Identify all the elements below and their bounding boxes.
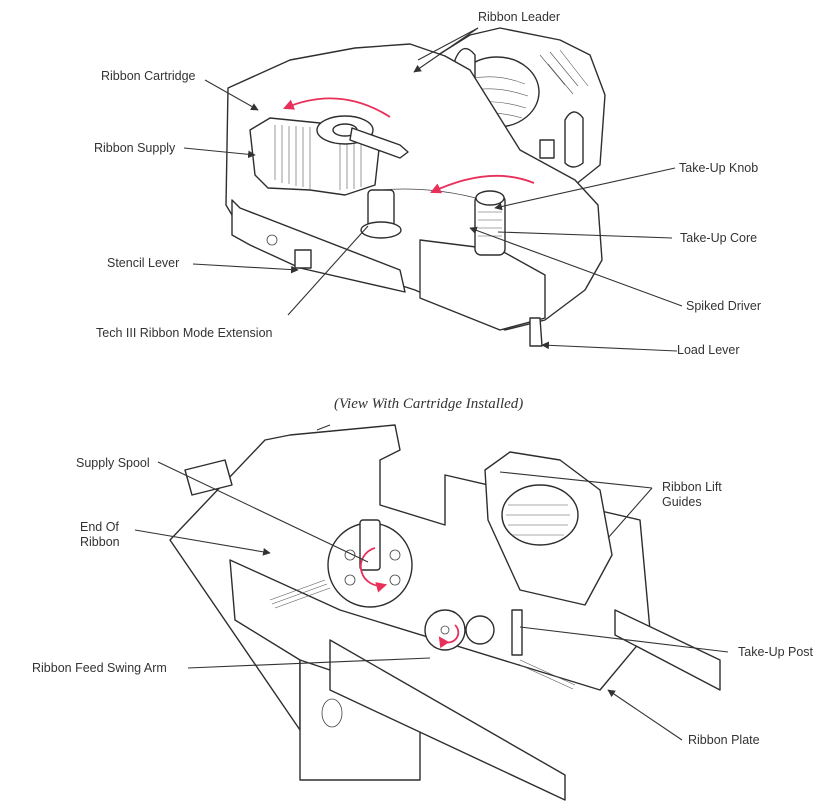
label-ribbon-feed-swing-arm: Ribbon Feed Swing Arm <box>32 661 167 675</box>
label-end-of-ribbon-line1: End Of <box>80 520 119 534</box>
label-end-of-ribbon: End Of Ribbon <box>80 520 120 550</box>
leader-lines-top <box>183 27 683 352</box>
label-ribbon-plate: Ribbon Plate <box>688 733 760 747</box>
bottom-illustration-mechanism <box>134 424 729 801</box>
figure-caption: (View With Cartridge Installed) <box>334 396 524 412</box>
top-illustration-cartridge <box>183 27 683 352</box>
label-ribbon-supply: Ribbon Supply <box>94 141 176 155</box>
label-tech-iii-ribbon-mode-extension: Tech III Ribbon Mode Extension <box>96 326 273 340</box>
label-ribbon-lift-guides: Ribbon Lift Guides <box>662 480 722 510</box>
label-ribbon-cartridge: Ribbon Cartridge <box>101 69 196 83</box>
supply-direction-arrow <box>283 97 391 118</box>
label-load-lever: Load Lever <box>677 343 740 357</box>
label-end-of-ribbon-line2: Ribbon <box>80 535 120 549</box>
label-ribbon-leader: Ribbon Leader <box>478 10 561 24</box>
takeup-gear-rotation-arrow <box>438 624 460 649</box>
supply-spool-rotation-arrow <box>359 547 388 593</box>
label-take-up-knob: Take-Up Knob <box>679 161 759 175</box>
direction-arrows-top <box>283 97 535 194</box>
label-stencil-lever: Stencil Lever <box>107 256 180 270</box>
label-take-up-core: Take-Up Core <box>680 231 758 245</box>
label-ribbon-lift-guides-line2: Guides <box>662 495 702 509</box>
label-supply-spool: Supply Spool <box>76 456 150 470</box>
label-spiked-driver: Spiked Driver <box>686 299 762 313</box>
label-take-up-post: Take-Up Post <box>738 645 814 659</box>
takeup-direction-arrow <box>430 174 535 194</box>
label-ribbon-lift-guides-line1: Ribbon Lift <box>662 480 722 494</box>
cartridge-body <box>225 43 603 347</box>
leader-lines-bottom <box>134 424 729 741</box>
